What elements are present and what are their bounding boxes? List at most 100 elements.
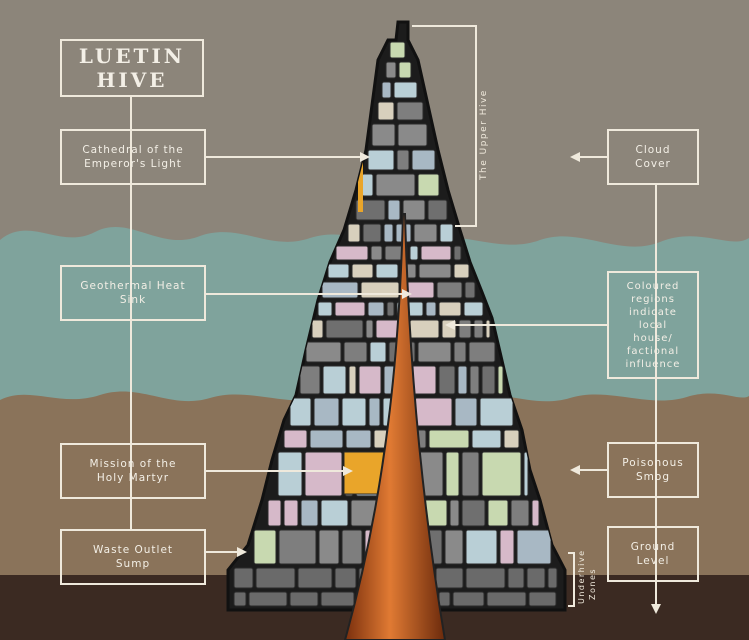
title-line-1: LUETIN (78, 44, 186, 68)
hive-cell (341, 529, 363, 565)
hive-cell (547, 567, 558, 589)
hive-cell (396, 149, 410, 171)
hive-cell (375, 173, 416, 197)
hive-cell (377, 101, 395, 121)
waste-line-2: Sump (115, 558, 151, 570)
hive-cell (523, 451, 529, 497)
hive-cell (409, 319, 440, 339)
hive-cell (360, 281, 400, 299)
ground-line-2: Level (636, 555, 670, 567)
hive-cell (469, 365, 480, 395)
hive-cell (438, 301, 462, 317)
hive-cell (335, 245, 369, 261)
hive-cell (465, 529, 498, 565)
coloured-line-1: Coloured (626, 280, 680, 292)
hive-cell (233, 567, 254, 589)
hive-cell (253, 529, 277, 565)
hive-cell (417, 173, 440, 197)
hive-cell (445, 451, 460, 497)
smog-line-1: Poisonous (622, 457, 684, 469)
cloud-line-1: Cloud (635, 144, 671, 156)
hive-cell (361, 173, 374, 197)
label-geothermal: Geothermal Heat Sink (61, 266, 205, 320)
hive-cell (497, 365, 504, 395)
ground-line-1: Ground (630, 541, 676, 553)
hive-cell (389, 41, 406, 59)
hive-cell (463, 301, 484, 317)
hive-cell (321, 281, 359, 299)
hive-cell (396, 101, 424, 121)
hive-cell (414, 397, 453, 427)
hive-cell (313, 397, 340, 427)
connectors (130, 25, 657, 607)
box-frames (60, 39, 699, 585)
label-coloured: Coloured regions indicate local house/ f… (608, 272, 698, 378)
hive-cell (435, 567, 464, 589)
waste-line-1: Waste Outlet (92, 544, 174, 556)
hive-cell (413, 223, 438, 243)
hive-cell (233, 591, 247, 607)
underhive-label-line-2: Zones (588, 567, 597, 600)
hive-cell (417, 341, 452, 363)
hive-cell (368, 397, 381, 427)
hive-cell (370, 245, 383, 261)
label-smog: Poisonous Smog (608, 443, 698, 497)
hive-cell (304, 451, 343, 497)
hive-cell (320, 591, 355, 607)
hive-cell (383, 223, 394, 243)
title-line-2: HIVE (96, 68, 168, 92)
coloured-line-2: regions (631, 293, 675, 305)
label-cathedral: Cathedral of the Emperor's Light (61, 130, 205, 184)
hive-cell (341, 397, 367, 427)
hive-cell (300, 499, 319, 527)
hive-cell (297, 567, 333, 589)
hive-cell (444, 529, 464, 565)
hive-cell (322, 365, 347, 395)
hive-cell (367, 149, 395, 171)
hive-cell (343, 341, 368, 363)
cloud-line-2: Cover (635, 158, 671, 170)
hive-cell (369, 341, 387, 363)
cathedral-marker (358, 160, 363, 212)
hive-cell (485, 319, 491, 339)
hive-cell (449, 499, 460, 527)
cathedral-line-1: Cathedral of the (82, 144, 184, 156)
hive-cell (481, 365, 496, 395)
hive-cell (468, 341, 496, 363)
hive-cell (325, 319, 364, 339)
hive-cell (393, 81, 418, 99)
hive-cell (277, 451, 303, 497)
label-cloud: Cloud Cover (608, 130, 698, 184)
hive-cell (283, 429, 308, 449)
hive-cell (320, 499, 349, 527)
hive-cell (318, 529, 340, 565)
hive-cell (309, 429, 344, 449)
hive-cell (358, 365, 382, 395)
coloured-line-6: factional (626, 345, 680, 357)
hive-cell (362, 223, 382, 243)
hive-cell (411, 149, 436, 171)
hive-cell (385, 61, 397, 79)
hive-cell (438, 591, 451, 607)
hive-cell (452, 591, 485, 607)
hive-cell (516, 529, 552, 565)
hive-cell (420, 245, 452, 261)
hive-cell (507, 567, 525, 589)
hive-cell (479, 397, 514, 427)
hive-cell (305, 341, 342, 363)
hive-cell (397, 123, 428, 147)
hive-cell (267, 499, 282, 527)
hive-cell (528, 591, 557, 607)
hive-cell (481, 451, 522, 497)
label-waste: Waste Outlet Sump (61, 530, 205, 584)
hive-cell (438, 365, 456, 395)
mission-line-1: Mission of the (89, 458, 177, 470)
label-ground: Ground Level (608, 527, 698, 581)
diagram-title: LUETIN HIVE (61, 40, 203, 96)
mission-block (343, 451, 385, 495)
coloured-line-3: indicate (629, 306, 677, 318)
coloured-line-5: house/ (633, 332, 673, 344)
hive-cell (473, 319, 484, 339)
hive-cell (503, 429, 520, 449)
